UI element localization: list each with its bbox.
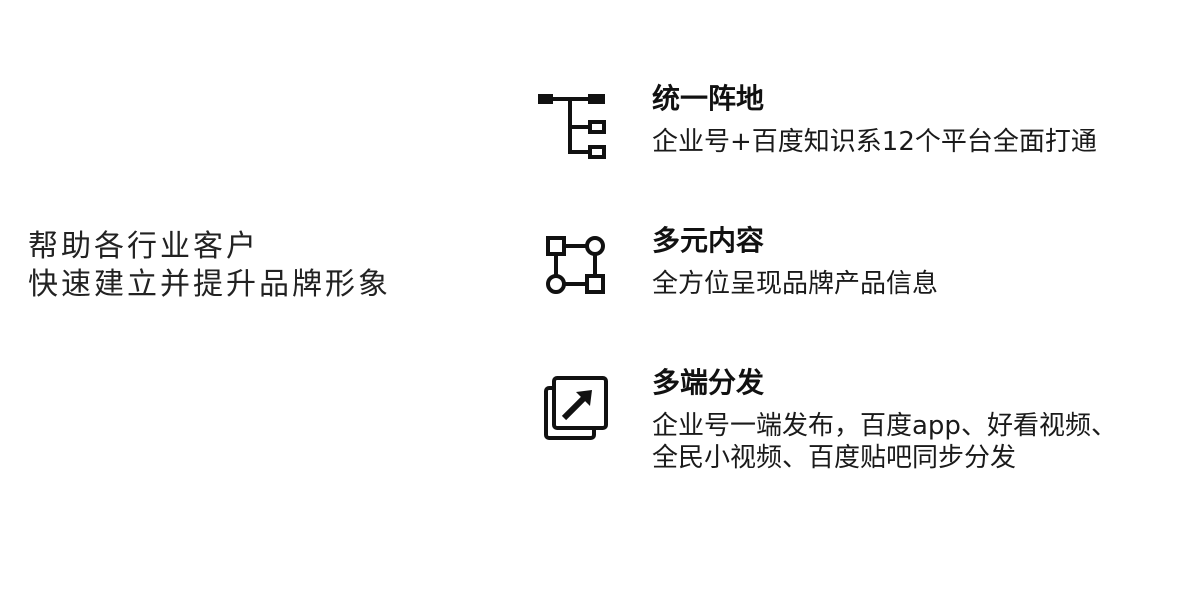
connected-nodes-icon bbox=[536, 230, 616, 310]
feature-text: 多元内容 全方位呈现品牌产品信息 bbox=[652, 224, 1172, 300]
feature-description: 全方位呈现品牌产品信息 bbox=[652, 268, 1172, 300]
feature-title: 多端分发 bbox=[652, 366, 765, 399]
feature-description-line: 全民小视频、百度贴吧同步分发 bbox=[652, 443, 1017, 473]
feature-text: 多端分发 企业号一端发布，百度app、好看视频、 全民小视频、百度贴吧同步分发 bbox=[652, 366, 1172, 474]
feature-text: 统一阵地 企业号+百度知识系12个平台全面打通 bbox=[652, 82, 1172, 158]
tagline-line-2: 快速建立并提升品牌形象 bbox=[28, 267, 391, 302]
feature-description: 企业号一端发布，百度app、好看视频、 全民小视频、百度贴吧同步分发 bbox=[652, 410, 1172, 474]
tagline: 帮助各行业客户 快速建立并提升品牌形象 bbox=[28, 228, 391, 304]
tagline-line-1: 帮助各行业客户 bbox=[28, 229, 259, 264]
feature-description: 企业号+百度知识系12个平台全面打通 bbox=[652, 126, 1172, 158]
feature-description-line: 全方位呈现品牌产品信息 bbox=[652, 269, 939, 299]
feature-description-line: 企业号一端发布，百度app、好看视频、 bbox=[652, 411, 1117, 441]
feature-title: 多元内容 bbox=[652, 224, 765, 257]
feature-description-line: 企业号+百度知识系12个平台全面打通 bbox=[652, 127, 1097, 157]
tree-structure-icon bbox=[536, 88, 616, 168]
feature-title: 统一阵地 bbox=[652, 82, 765, 115]
share-out-icon bbox=[536, 372, 616, 452]
